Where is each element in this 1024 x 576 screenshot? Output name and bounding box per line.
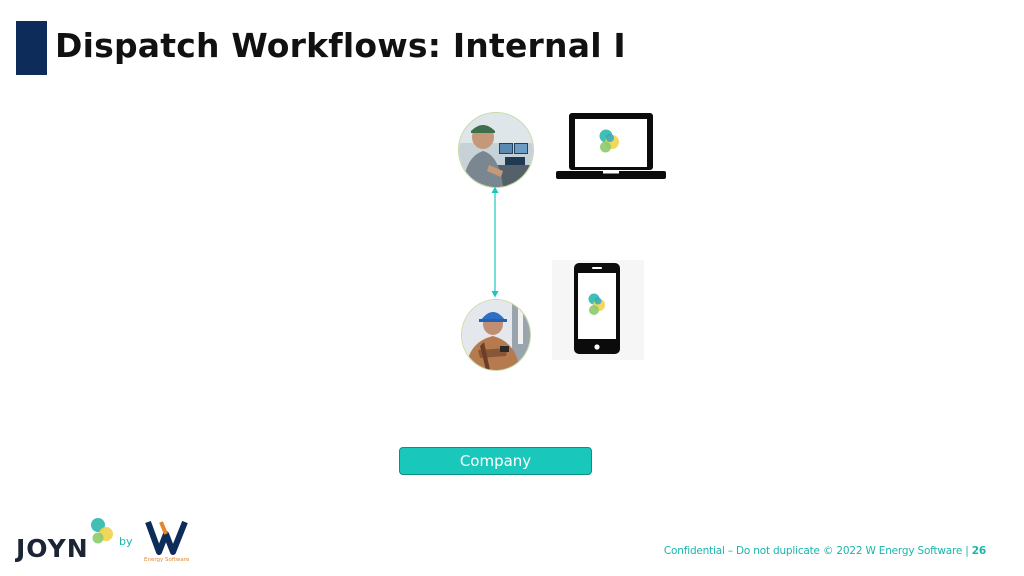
title-accent-bar (16, 21, 47, 75)
confidential-notice: Confidential – Do not duplicate © 2022 W… (663, 545, 972, 557)
laptop-icon (556, 113, 666, 179)
slide-title: Dispatch Workflows: Internal I (55, 26, 626, 65)
dispatcher-avatar (458, 112, 534, 188)
company-button[interactable]: Company (399, 447, 592, 475)
logo-energy-software-text: Energy Software (144, 557, 190, 563)
smartphone-icon (552, 260, 644, 360)
bidirectional-arrow-icon (491, 186, 499, 298)
joyn-logo-text: JOYN (15, 534, 89, 563)
field-technician-avatar (461, 299, 531, 371)
logo-by-text: by (119, 535, 133, 548)
confidential-footer: Confidential – Do not duplicate © 2022 W… (664, 545, 986, 557)
joyn-by-w-energy-logo: JOYN by Energy Software (15, 518, 190, 563)
page-number: 26 (971, 545, 986, 557)
